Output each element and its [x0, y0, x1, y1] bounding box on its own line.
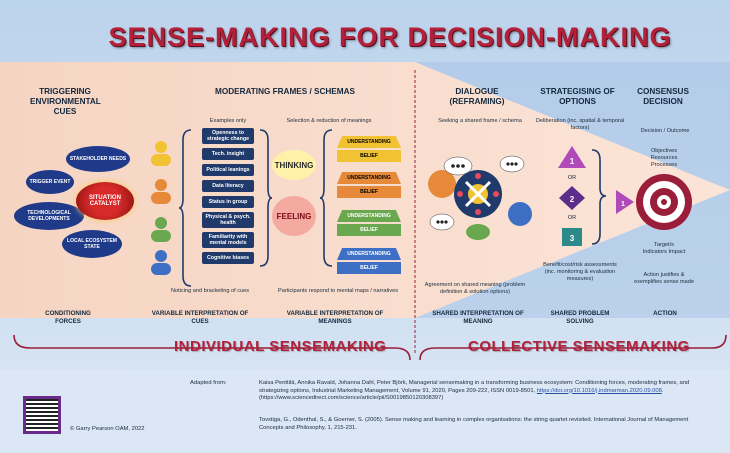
belief-3: BELIEF — [337, 224, 401, 236]
label-conditioning: CONDITIONING FORCES — [45, 310, 91, 325]
thinking-cloud: THINKING — [272, 150, 316, 180]
left-brace — [179, 129, 192, 287]
or-1: OR — [567, 175, 577, 181]
collective-sensemaking: COLLECTIVE SENSEMAKING — [468, 338, 690, 355]
header-triggering: TRIGGERING ENVIRONMENTAL CUES — [30, 87, 101, 116]
cloud-local: LOCAL ECOSYSTEM STATE — [62, 230, 122, 258]
options-shapes: 1 2 3 — [558, 146, 607, 246]
objectives-note: Objectives Resources Processes — [650, 148, 678, 168]
frame-7: Cognitive biases — [202, 252, 254, 264]
qr-code — [23, 396, 61, 434]
reference-2: Tovstiga, G., Odenthal, S., & Goerner, S… — [259, 417, 689, 431]
understanding-3: UNDERSTANDING — [337, 210, 401, 222]
decision-outcome-note: Decision / Outcome — [640, 128, 690, 134]
frame-1: Tech. insight — [202, 148, 254, 160]
cloud-technological: TECHNOLOGICAL DEVELOPMENTS — [14, 202, 84, 230]
seeking-note: Seeking a shared frame / schema — [438, 118, 522, 124]
cloud-trigger: TRIGGER EVENT — [26, 170, 74, 194]
feeling-shape: FEELING — [272, 196, 316, 236]
stack-3: UNDERSTANDING BELIEF — [337, 210, 401, 236]
understanding-1: UNDERSTANDING — [337, 136, 401, 148]
belief-2: BELIEF — [337, 186, 401, 198]
thinking-label: THINKING — [274, 160, 314, 170]
participants-note: Participants respond to mental maps / na… — [277, 288, 398, 294]
right-brace — [259, 129, 272, 267]
frame-6: Familiarity with mental models — [202, 232, 254, 248]
feeling-label: FEELING — [276, 211, 312, 221]
people-icons — [151, 141, 171, 275]
belief-1: BELIEF — [337, 150, 401, 162]
header-strategising: STRATEGISING OF OPTIONS — [540, 87, 615, 106]
option-number-2: 2 — [570, 195, 575, 204]
understanding-4: UNDERSTANDING — [337, 248, 401, 260]
frame-4: Status in group — [202, 196, 254, 208]
label-shared-problem: SHARED PROBLEM SOLVING — [550, 310, 610, 325]
target-icon: 1 — [616, 174, 692, 230]
label-variable-cues: VARIABLE INTERPRETATION OF CUES — [151, 310, 249, 325]
copyright: © Garry Pearson OAM, 2022 — [70, 426, 145, 432]
or-2: OR — [567, 215, 577, 221]
label-shared-meaning: SHARED INTERPRETATION OF MEANING — [432, 310, 524, 325]
header-moderating: MODERATING FRAMES / SCHEMAS — [215, 87, 355, 96]
reference-1: Kaisa Penttilä, Annika Ravald, Johanna D… — [259, 380, 704, 403]
label-action: ACTION — [653, 310, 677, 317]
frame-2: Political leanings — [202, 164, 254, 176]
understanding-2: UNDERSTANDING — [337, 172, 401, 184]
reference-1-link[interactable]: https://doi.org/10.1016/j.indmarman.2020… — [536, 387, 662, 394]
deliberation-note: Deliberation (inc. spatial & temporal fa… — [535, 118, 625, 131]
agreement-note: Agreement on shared meaning (problem def… — [424, 282, 526, 295]
frame-5: Physical & psych. health — [202, 212, 254, 228]
stack-2: UNDERSTANDING BELIEF — [337, 172, 401, 198]
noticing-note: Noticing and bracketing of cues — [170, 288, 250, 294]
header-consensus: CONSENSUS DECISION — [637, 87, 689, 106]
option-number-3: 3 — [570, 234, 575, 243]
label-variable-meanings: VARIABLE INTERPRETATION OF MEANINGS — [286, 310, 384, 325]
qr-code-pattern — [26, 399, 58, 431]
targets-note: Target/s Indicators Impact — [642, 242, 686, 255]
frame-0: Openness to strategic change — [202, 128, 254, 144]
stack-4: UNDERSTANDING BELIEF — [337, 248, 401, 274]
reference-1-text: Kaisa Penttilä, Annika Ravald, Johanna D… — [259, 380, 690, 394]
option-number-1: 1 — [570, 157, 575, 166]
cloud-stakeholder: STAKEHOLDER NEEDS — [66, 146, 130, 172]
stack-1: UNDERSTANDING BELIEF — [337, 136, 401, 162]
reference-1-tail: . (https://www.sciencedirect.com/science… — [259, 387, 664, 402]
selection-note: Selection & reduction of meanings — [286, 118, 372, 124]
option-number-1-consensus: 1 — [621, 201, 625, 208]
header-dialogue: DIALOGUE (REFRAMING) — [449, 87, 505, 106]
belief-4: BELIEF — [337, 262, 401, 274]
adapted-from-label: Adapted from: — [190, 380, 227, 386]
benefit-note: Benefit/cost/risk assessments (inc. moni… — [543, 262, 617, 282]
examples-only: Examples only — [209, 118, 247, 124]
bracket-meanings — [320, 129, 333, 267]
individual-sensemaking: INDIVIDUAL SENSEMAKING — [174, 338, 387, 355]
page-title: SENSE-MAKING FOR DECISION-MAKING — [108, 22, 672, 52]
dialogue-diagram — [428, 155, 532, 240]
action-justifies-note: Action justifies & exemplifies sense mad… — [634, 272, 695, 285]
situation-catalyst: SITUATION CATALYST — [76, 182, 134, 220]
frame-3: Data literacy — [202, 180, 254, 192]
